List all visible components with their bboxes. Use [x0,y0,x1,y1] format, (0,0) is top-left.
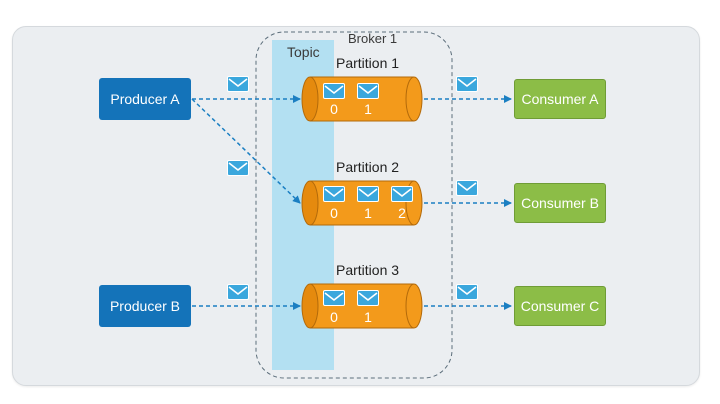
partition-3-offset-1: 1 [364,309,372,325]
producer-b-message-icon [227,284,249,300]
broker-frame [255,31,453,379]
consumer-b-message-icon [456,180,478,196]
partition-1-message-icon-1 [357,83,379,99]
partition-2-message-icon-1 [357,186,379,202]
producer-b-box[interactable]: Producer B [99,285,191,327]
producer-a-diag-message-icon [227,160,249,176]
partition-2-offset-1: 1 [364,205,372,221]
partition-2-cylinder [301,180,423,226]
partition-2-message-icon-0 [323,186,345,202]
consumer-a-box[interactable]: Consumer A [514,79,606,119]
consumer-c-message-icon [456,284,478,300]
consumer-c-box[interactable]: Consumer C [514,286,606,326]
partition-3-message-icon-1 [357,290,379,306]
partition-1-message-icon-0 [323,83,345,99]
partition-2-label: Partition 2 [336,159,400,175]
consumer-a-message-icon [456,76,478,92]
broker-label: Broker 1 [348,31,398,46]
partition-1-label: Partition 1 [336,55,400,71]
topic-label: Topic [287,44,320,60]
partition-3-offset-0: 0 [330,309,338,325]
partition-2-offset-2: 2 [398,205,406,221]
producer-a-message-icon [227,76,249,92]
arrow-producer-a-to-partition-2 [191,98,301,204]
producer-a-box[interactable]: Producer A [99,78,191,120]
consumer-b-box[interactable]: Consumer B [514,183,606,223]
partition-2-message-icon-2 [391,186,413,202]
partition-1-offset-0: 0 [330,101,338,117]
partition-3-message-icon-0 [323,290,345,306]
partition-1-offset-1: 1 [364,101,372,117]
partition-3-label: Partition 3 [336,262,400,278]
partition-2-offset-0: 0 [330,205,338,221]
